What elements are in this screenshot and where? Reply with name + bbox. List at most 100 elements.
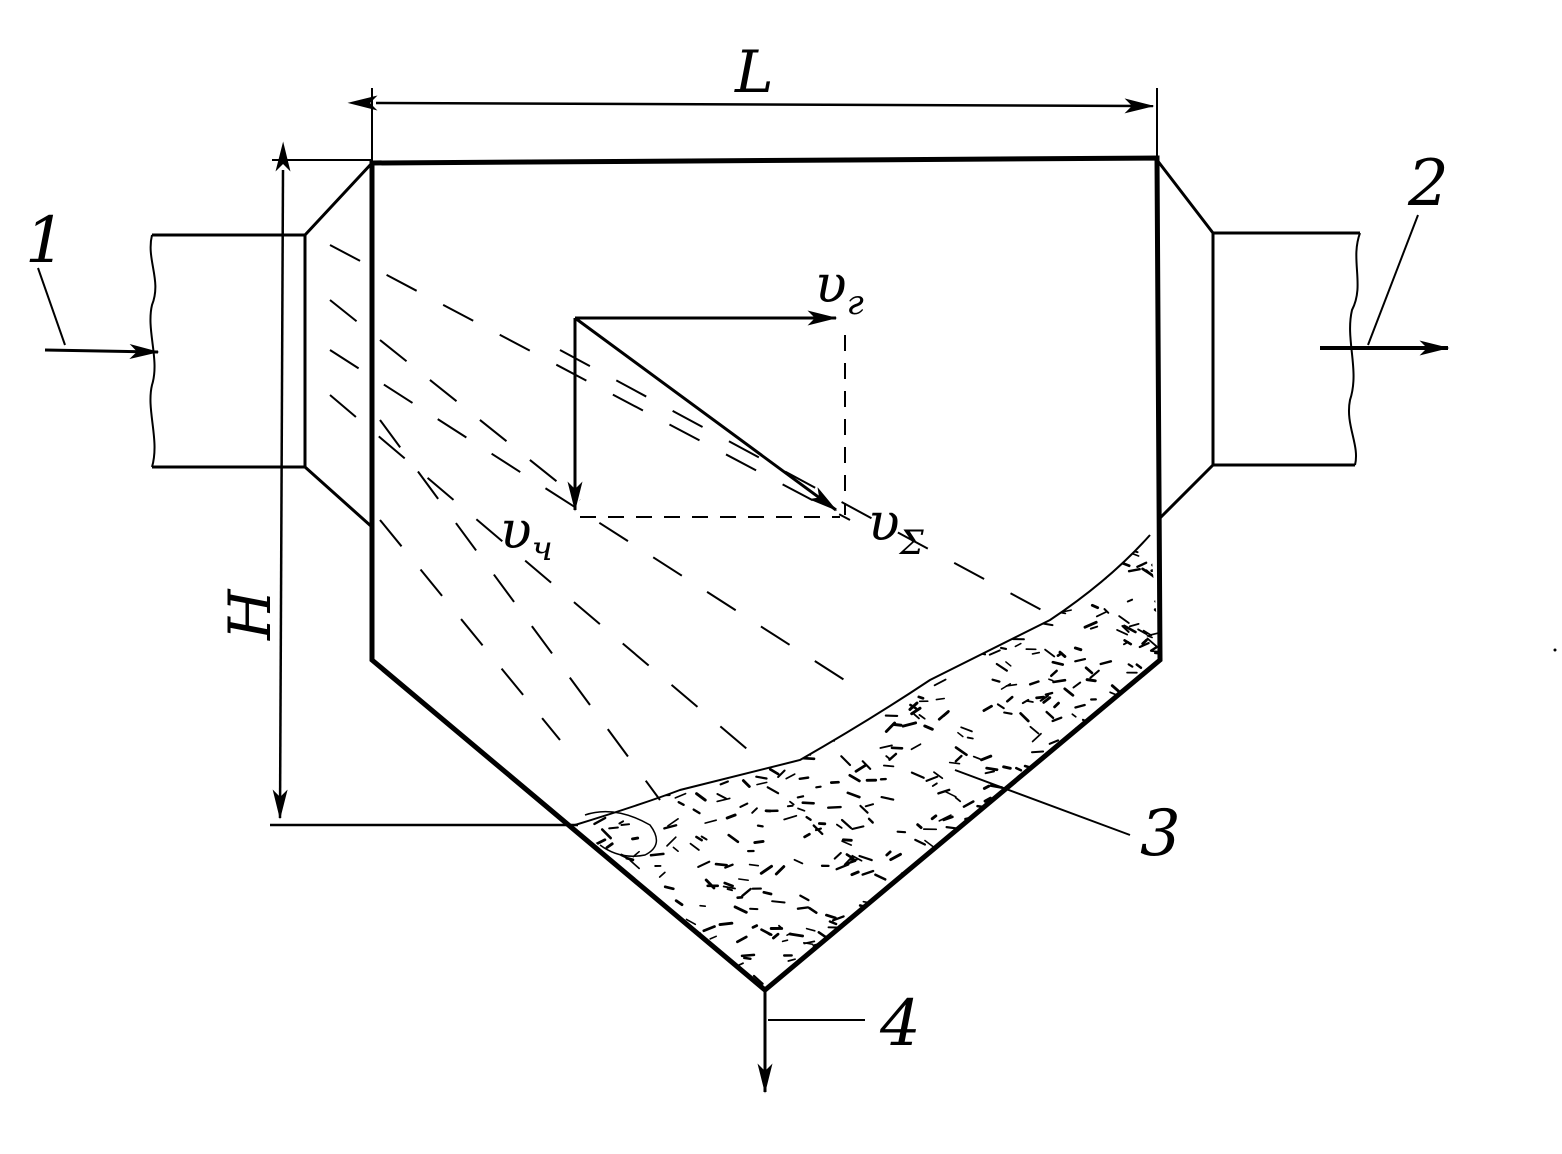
sediment-speckle — [682, 941, 693, 951]
sediment-speckle — [904, 672, 918, 678]
sediment-speckle — [1150, 941, 1158, 946]
sediment-speckle — [586, 902, 596, 912]
sediment-speckle — [954, 746, 968, 757]
sediment-speckle — [741, 779, 751, 788]
sediment-speckle — [970, 844, 978, 848]
sediment-speckle — [872, 625, 879, 632]
sediment-speckle — [944, 939, 956, 947]
sediment-speckle — [895, 564, 909, 571]
sediment-speckle — [847, 581, 863, 585]
sediment-speckle — [1100, 875, 1109, 879]
sediment-speckle — [672, 714, 684, 723]
sediment-speckle — [1151, 677, 1160, 685]
sediment-speckle — [805, 927, 816, 932]
sediment-speckle — [580, 881, 589, 890]
sediment-speckle — [700, 580, 714, 587]
sediment-speckle — [975, 952, 986, 957]
sediment-speckle — [796, 795, 805, 799]
sediment-speckle — [967, 972, 974, 976]
sediment-speckle — [675, 747, 684, 756]
sediment-speckle — [1141, 567, 1153, 577]
sediment-speckle — [1165, 895, 1170, 899]
sediment-speckle — [607, 758, 613, 762]
sediment-speckle — [616, 980, 625, 987]
sediment-speckle — [751, 924, 759, 929]
sediment-speckle — [789, 652, 798, 657]
sediment-speckle — [1089, 625, 1099, 630]
sediment-speckle — [1022, 579, 1029, 586]
sediment-speckle — [708, 632, 719, 641]
sediment-speckle — [666, 836, 677, 847]
sediment-speckle — [679, 595, 691, 599]
sediment-speckle — [664, 946, 672, 953]
sediment-speckle — [1043, 788, 1057, 793]
sediment-speckle — [775, 591, 791, 596]
sediment-speckle — [1138, 641, 1150, 649]
sediment-speckle — [1005, 683, 1018, 687]
sediment-speckle — [1068, 588, 1079, 594]
sediment-speckle — [841, 838, 853, 842]
sediment-speckle — [992, 950, 1001, 956]
sediment-speckle — [614, 598, 627, 605]
sediment-speckle — [736, 935, 748, 944]
sediment-speckle — [840, 755, 852, 767]
sediment-speckle — [642, 616, 653, 628]
sediment-speckle — [1089, 669, 1100, 679]
sediment-speckle — [675, 761, 686, 769]
sediment-speckle — [932, 594, 943, 601]
sediment-speckle — [889, 908, 903, 912]
sediment-speckle — [672, 737, 684, 743]
sediment-speckle — [985, 973, 995, 978]
sediment-speckle — [1022, 849, 1036, 853]
sediment-speckle — [743, 626, 754, 633]
sediment-speckle — [995, 880, 1008, 890]
sediment-speckle — [738, 574, 751, 584]
sediment-speckle — [844, 601, 855, 610]
sediment-speckle — [625, 856, 635, 862]
sediment-speckle — [968, 858, 975, 862]
sediment-speckle — [949, 956, 956, 962]
sediment-speckle — [1027, 533, 1039, 534]
sediment-speckle — [655, 663, 669, 671]
sediment-speckle — [601, 655, 612, 660]
sediment-speckle — [910, 743, 922, 751]
sediment-speckle — [1031, 567, 1040, 572]
sediment-speckle — [864, 803, 875, 808]
sediment-speckle — [1124, 926, 1139, 931]
sediment-speckle — [1082, 728, 1090, 734]
sediment-speckle — [612, 557, 621, 562]
sediment-speckle — [748, 660, 759, 667]
sediment-speckle — [854, 763, 868, 773]
sediment-speckle — [576, 728, 591, 737]
sediment-speckle — [942, 868, 952, 872]
sediment-speckle — [598, 737, 608, 742]
sediment-speckle — [920, 605, 927, 610]
sediment-speckle — [627, 969, 637, 978]
sediment-speckle — [799, 678, 808, 686]
inlet-arrow — [44, 343, 160, 359]
sediment-speckle — [1065, 775, 1078, 785]
sediment-speckle — [859, 545, 869, 552]
sediment-speckle — [874, 873, 887, 881]
sediment-speckle — [855, 660, 870, 666]
sediment-speckle — [1074, 785, 1081, 791]
sediment-speckle — [704, 535, 715, 542]
sediment-speckle — [809, 556, 818, 565]
sediment-speckle — [988, 825, 1001, 833]
sediment-speckle — [1029, 725, 1040, 735]
sediment-speckle — [1039, 937, 1051, 944]
sediment-speckle — [1090, 603, 1100, 610]
sediment-speckle — [606, 875, 614, 881]
sediment-speckle — [753, 839, 765, 845]
outlet-flow: 2 — [1320, 147, 1450, 356]
sediment-speckle — [686, 559, 698, 570]
sediment-speckle — [968, 576, 980, 584]
sediment-speckle — [664, 971, 670, 976]
sediment-speckle — [959, 929, 973, 938]
sediment-layer — [574, 533, 1170, 990]
sediment-speckle — [606, 785, 619, 793]
sediment-speckle — [698, 649, 711, 652]
sediment-speckle — [1051, 716, 1063, 723]
sediment-speckle — [851, 825, 865, 831]
velocity-diagram: υг υч υΣ — [500, 255, 925, 569]
